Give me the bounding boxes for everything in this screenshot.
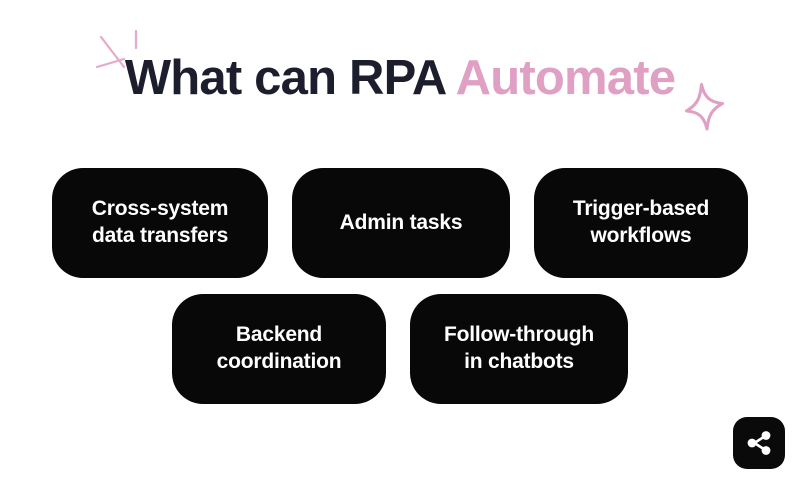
cards-row-2: Backend coordination Follow-through in c… (0, 294, 800, 404)
card-label: Trigger-based workflows (572, 197, 710, 247)
sparkle-star-icon (664, 78, 728, 136)
card-backend-coordination[interactable]: Backend coordination (172, 294, 386, 404)
cards-container: Cross-system data transfers Admin tasks … (0, 168, 800, 404)
card-label: Backend coordination (216, 323, 342, 373)
page-title-main: What can RPA (124, 51, 456, 105)
card-label: Admin tasks (339, 210, 463, 234)
share-icon (744, 428, 774, 458)
share-button[interactable] (733, 417, 785, 469)
sparkle-lines-icon (78, 20, 158, 92)
card-admin-tasks[interactable]: Admin tasks (292, 168, 510, 278)
card-trigger-based-workflows[interactable]: Trigger-based workflows (534, 168, 748, 278)
card-label: Follow-through in chatbots (444, 323, 594, 373)
card-label: Cross-system data transfers (91, 197, 229, 247)
page-title-accent: Automate (455, 51, 676, 105)
cards-row-1: Cross-system data transfers Admin tasks … (0, 168, 800, 278)
card-follow-through-in-chatbots[interactable]: Follow-through in chatbots (410, 294, 628, 404)
card-cross-system-data-transfers[interactable]: Cross-system data transfers (52, 168, 268, 278)
